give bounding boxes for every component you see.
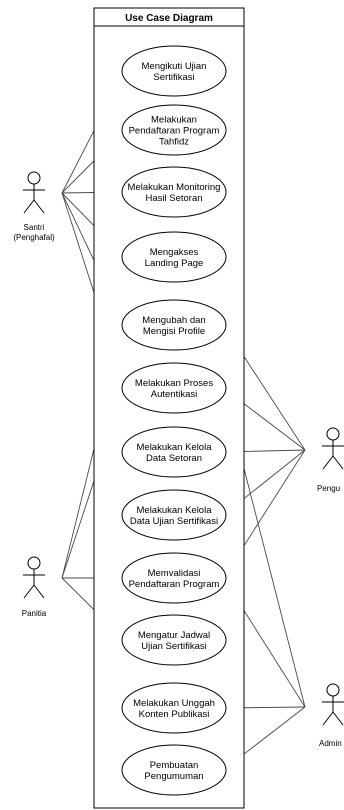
use-case-label: Sertifikasi — [153, 72, 194, 83]
use-case-ellipse — [121, 45, 227, 97]
use-case-label: Pendaftaran Program — [129, 126, 220, 137]
actor-right-leg — [332, 455, 344, 470]
use-case-ellipse — [121, 489, 227, 541]
use-case-ellipse — [121, 104, 227, 156]
actor-left-leg — [23, 199, 35, 214]
actor-left-leg — [322, 711, 334, 726]
use-case-ellipse — [121, 231, 227, 283]
use-case-ellipse — [121, 426, 227, 478]
actor-panitia: Panitia — [22, 556, 47, 618]
use-case-label: Melakukan Unggah — [133, 698, 215, 709]
actor-head — [27, 556, 41, 570]
use-case-label: Pembuatan — [150, 760, 199, 771]
use-case-label: Mengakses — [150, 247, 199, 258]
actor-head — [326, 427, 340, 441]
use-case-label: Hasil Setoran — [145, 193, 202, 204]
use-case-label: Melakukan Monitoring — [128, 182, 221, 193]
actor-label: Admin — [319, 739, 342, 748]
actor-label: (Penghafal) — [13, 233, 55, 242]
use-case-label: Pengumuman — [144, 771, 203, 782]
actor-penguji: Pengu — [317, 427, 344, 493]
actor-right-leg — [33, 199, 45, 214]
use-case-label: Mengisi Profile — [143, 326, 205, 337]
use-case-ellipse — [121, 682, 227, 734]
use-case-label: Melakukan Kelola — [137, 442, 213, 453]
actor-admin: Admin — [319, 683, 344, 748]
use-case-label: Mengatur Jadwal — [138, 630, 210, 641]
use-case-label: Autentikasi — [151, 389, 197, 400]
actor-right-leg — [332, 711, 344, 726]
use-case-ellipse — [121, 744, 227, 796]
use-case-label: Melakukan — [151, 115, 197, 126]
use-case-ellipse — [121, 299, 227, 351]
use-case-label: Melakukan Kelola — [137, 505, 213, 516]
diagram-title: Use Case Diagram — [125, 13, 213, 24]
use-case-ellipse — [121, 552, 227, 604]
use-case-label: Pendaftaran Program — [129, 579, 220, 590]
use-case-label: Mengubah dan — [142, 315, 205, 326]
use-case-label: Mengikuti Ujian — [142, 61, 207, 72]
actor-label: Pengu — [317, 484, 340, 493]
use-case-ellipse — [121, 166, 227, 218]
actor-right-leg — [33, 584, 45, 599]
use-case-ellipse — [121, 362, 227, 414]
use-case-label: Data Ujian Sertifikasi — [130, 516, 218, 527]
actor-head — [326, 683, 340, 697]
use-case-label: Konten Publikasi — [139, 709, 210, 720]
use-case-label: Landing Page — [145, 258, 204, 269]
actor-left-leg — [23, 584, 35, 599]
actor-label: Santri — [24, 223, 45, 232]
use-case-label: Data Setoran — [146, 453, 202, 464]
actor-label: Panitia — [22, 609, 47, 618]
use-case-label: Tahfidz — [159, 137, 189, 148]
use-case-label: Ujian Sertifikasi — [141, 641, 206, 652]
use-cases: Mengikuti UjianSertifikasiMelakukanPenda… — [121, 45, 227, 796]
actor-head — [27, 171, 41, 185]
actor-santri: Santri(Penghafal) — [13, 171, 55, 242]
use-case-label: Melakukan Proses — [135, 378, 213, 389]
use-case-ellipse — [121, 614, 227, 666]
actor-left-leg — [322, 455, 334, 470]
use-case-label: Memvalidasi — [148, 568, 201, 579]
